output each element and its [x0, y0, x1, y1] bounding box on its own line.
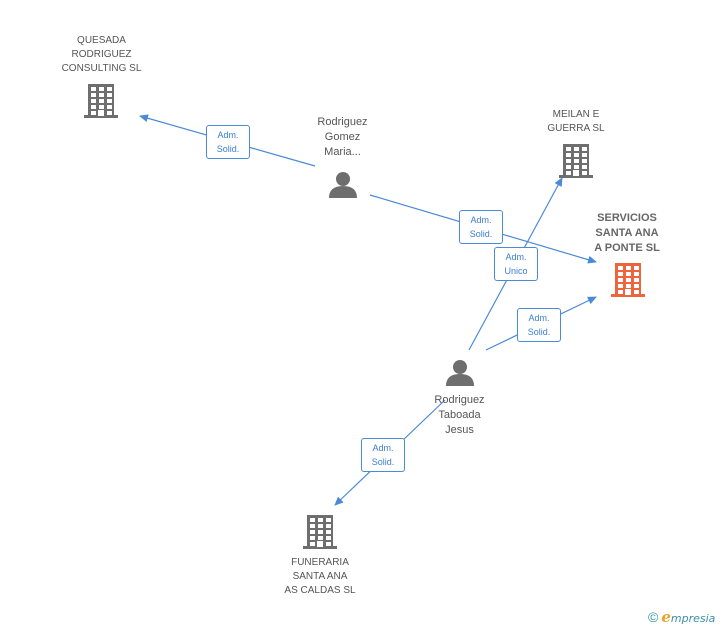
footer-brand[interactable]: ©empresia: [648, 608, 715, 626]
edge-label-taboada-meilan[interactable]: Adm. Unico: [494, 247, 538, 281]
company-label-servicios[interactable]: SERVICIOS SANTA ANA A PONTE SL: [594, 212, 660, 254]
brand-logo-text: mpresia: [670, 612, 716, 625]
company-label-funeraria[interactable]: FUNERARIA SANTA ANA AS CALDAS SL: [284, 557, 356, 596]
person-taboada-person-icon[interactable]: [446, 360, 474, 386]
person-label-taboada[interactable]: Rodriguez Taboada Jesus: [434, 394, 485, 436]
company-label-quesada[interactable]: QUESADA RODRIGUEZ CONSULTING SL: [61, 35, 142, 74]
brand-logo-initial: e: [661, 608, 671, 626]
person-label-gomez[interactable]: Rodriguez Gomez Maria...: [317, 116, 368, 158]
company-servicios-building-icon[interactable]: [611, 263, 645, 297]
edge-label-gomez-servicios[interactable]: Adm. Solid.: [459, 210, 503, 244]
company-meilan-building-icon[interactable]: [559, 144, 593, 178]
person-gomez-person-icon[interactable]: [329, 172, 357, 198]
company-label-meilan[interactable]: MEILAN E GUERRA SL: [547, 109, 605, 134]
company-funeraria-building-icon[interactable]: [303, 515, 337, 549]
edge-label-taboada-funeraria[interactable]: Adm. Solid.: [361, 438, 405, 472]
edge-label-gomez-quesada[interactable]: Adm. Solid.: [206, 125, 250, 159]
copyright-symbol: ©: [648, 609, 659, 625]
edge-label-taboada-servicios[interactable]: Adm. Solid.: [517, 308, 561, 342]
company-quesada-building-icon[interactable]: [84, 84, 118, 118]
